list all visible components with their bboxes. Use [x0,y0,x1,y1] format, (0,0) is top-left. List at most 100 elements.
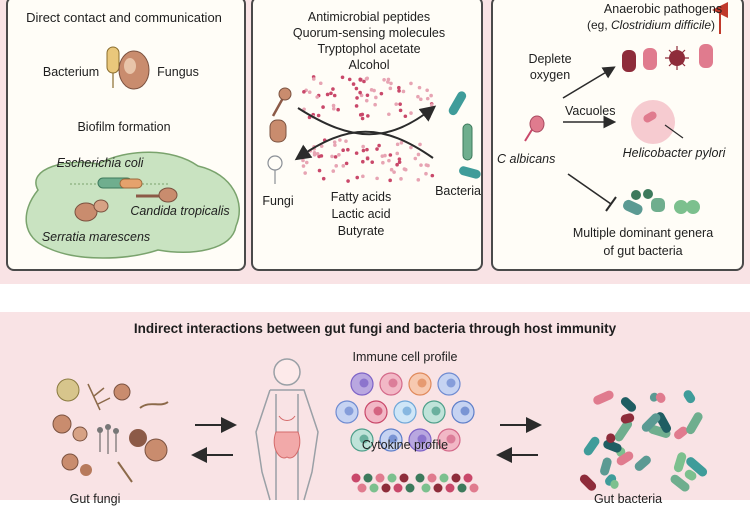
rod-bacterium-icon [448,91,467,116]
cytokine-dot [433,483,443,493]
metabolite-dot [388,178,392,183]
conidium-icon-1 [97,427,103,433]
human-body-icon [255,358,319,501]
metabolite-dot [360,116,365,121]
metabolite-dot [325,92,330,97]
quorum-sensing-label: Quorum-sensing molecules [292,26,446,40]
anaerobic-pathogens-example: (eg, Clostridium difficile) [586,18,716,32]
metabolite-dot [319,144,324,148]
c-albicans-hypha-icon [524,127,534,142]
bacteria-label: Bacteria [435,184,481,198]
cytokine-dot [381,483,391,493]
cytokine-dot [469,483,479,493]
metabolite-dot [397,160,402,164]
metabolite-dot [369,88,374,92]
fungal-conidiophore-icon [267,155,283,171]
metabolite-dot [373,102,377,107]
cytokine-dot [387,473,397,483]
metabolite-dot [361,174,365,179]
metabolite-dot [344,161,349,166]
indirect-interactions-title: Indirect interactions between gut fungi … [133,321,617,336]
metabolite-dot [377,143,381,148]
cytokine-dot [451,473,461,483]
immune-cell-nucleus-icon [417,434,427,444]
cytokine-dot [363,473,373,483]
genus-coccus-icon-2 [643,189,653,199]
metabolite-dot [302,90,306,94]
fungal-cell-icon-4 [144,438,168,462]
gut-fungi-cluster [52,378,169,483]
metabolite-dot [307,90,312,95]
immune-cell-nucleus-icon [359,434,369,444]
cytokine-dot [375,473,385,483]
fungal-metabolite-dots [302,75,434,121]
metabolite-dot [403,114,408,119]
immune-cell-nucleus-icon [373,406,383,416]
metabolite-dot [416,94,420,99]
metabolite-dot [389,167,394,172]
metabolite-dot [358,113,363,117]
tryptophol-acetate-label: Tryptophol acetate [317,42,421,56]
metabolite-dot [336,107,340,112]
metabolite-dot [388,86,393,91]
multiple-genera-label: Multiple dominant genera [572,226,714,240]
cytokine-dot [457,483,467,493]
metabolite-dot [398,102,402,106]
alcohol-label: Alcohol [348,58,390,72]
metabolite-dot [409,111,413,115]
candida-albicans-panel: Anaerobic pathogens (eg, Clostridium dif… [491,0,744,271]
metabolite-dot [354,86,359,91]
fungal-cell-icon-2 [72,426,88,442]
metabolite-dot [301,164,306,168]
metabolite-dot [397,157,402,161]
gut-bacterium-icon [686,412,703,435]
deplete-label: Deplete [528,52,572,66]
fatty-acids-label: Fatty acids [330,190,392,204]
metabolite-dot [416,178,421,182]
metabolite-dot [319,154,324,158]
metabolite-dot [351,82,356,86]
cytokine-dot [405,483,415,493]
metabolite-dot [425,96,430,101]
cytokine-dot [369,483,379,493]
immune-cell-nucleus-icon [359,378,369,388]
genus-rod-icon-2 [651,198,665,212]
metabolite-dot [417,85,422,90]
metabolite-dot [387,112,391,117]
metabolite-dot [338,138,342,142]
gut-bacterium-icon [641,413,661,432]
biofilm-label: Biofilm formation [77,120,171,134]
indirect-interactions-illustration [52,358,708,501]
cytokine-dot [421,483,431,493]
gut-bacterium-icon [655,392,666,403]
metabolite-dot [370,160,375,164]
direct-contact-title: Direct contact and communication [26,10,222,25]
fungal-cell-icon-5 [61,453,79,471]
metabolite-dot [321,176,326,181]
immune-cell-grid [335,372,475,452]
cytokine-dot [399,473,409,483]
h-pylori-pointer-line [664,124,684,139]
inhibition-arrow [567,173,612,205]
gut-bacterium-icon [634,455,651,471]
metabolite-dot [304,160,309,165]
fungal-cell-icon-3 [129,429,147,447]
metabolite-dot [409,81,413,86]
metabolite-dot [341,148,345,152]
gut-bacterium-icon [648,424,671,438]
metabolite-dot [395,142,400,147]
gut-bacterium-icon [583,436,600,456]
conidium-icon-2 [105,424,111,430]
metabolite-dot [340,75,345,80]
gut-bacterium-icon [579,474,597,491]
metabolite-dot [382,77,386,82]
candida-tropicalis-cell-icon [158,187,178,203]
genus-coccus-icon-1 [631,190,641,200]
cytokine-profile-label: Cytokine profile [361,438,449,452]
metabolite-dot [365,147,369,152]
bacterium-cell-icon [106,46,120,74]
gut-bacterium-icon [686,457,708,477]
fungal-yeast-icon [56,378,80,402]
immune-cell-nucleus-icon [417,378,427,388]
metabolite-dot [331,106,336,111]
